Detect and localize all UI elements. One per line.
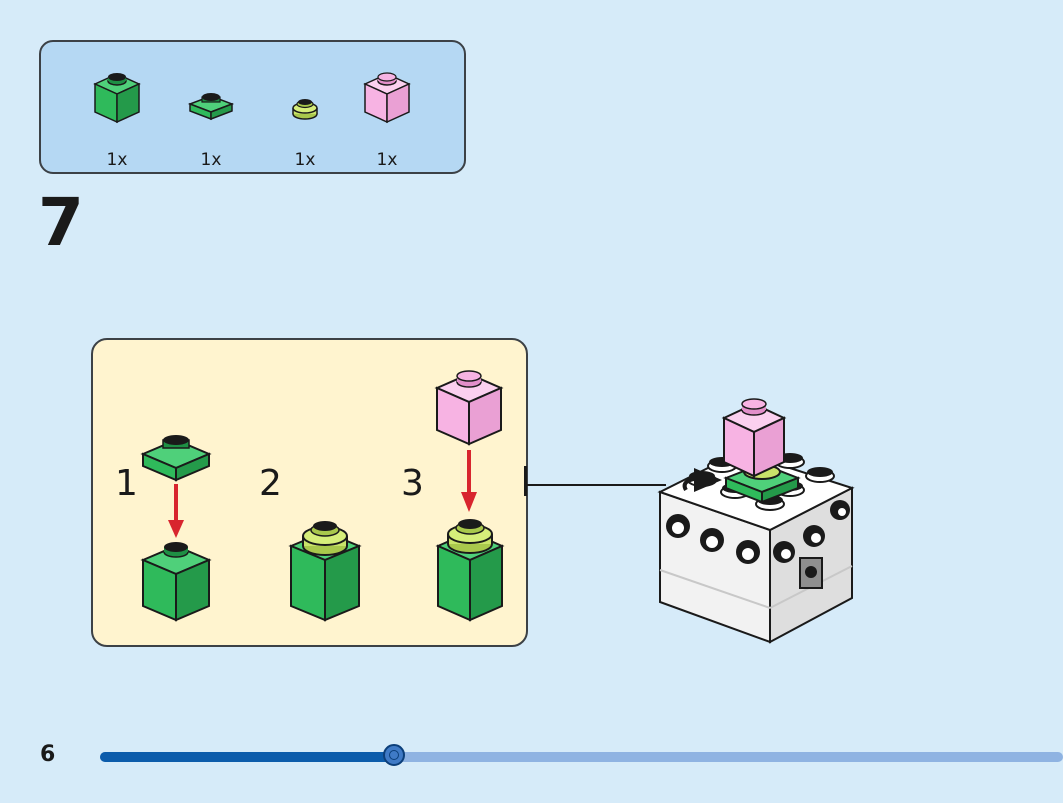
pink-brick-icon (434, 370, 504, 446)
part-quantity: 1x (376, 150, 398, 170)
progress-knob[interactable] (382, 744, 405, 766)
parts-list-box: 1x 1x 1x (39, 40, 466, 174)
part-item: 1x (275, 66, 335, 170)
part-quantity: 1x (106, 150, 128, 170)
sub-assembly-box: 1 2 3 (91, 338, 528, 647)
connector-cap (524, 466, 527, 496)
green-brick-with-lime-plate-icon (435, 519, 505, 622)
red-arrow-icon (461, 450, 477, 512)
green-plate-icon (140, 435, 212, 482)
progress-bar (100, 744, 1063, 766)
part-item: 1x (357, 66, 417, 170)
green-brick-with-lime-plate-icon (288, 521, 362, 622)
main-model-illustration (657, 398, 855, 644)
substep-number-2: 2 (259, 463, 282, 504)
red-arrow-icon (168, 484, 184, 538)
green-brick-icon (140, 542, 212, 622)
lime-round-plate-icon (292, 99, 318, 120)
part-quantity: 1x (200, 150, 222, 170)
connector-line (526, 484, 666, 486)
step-number: 7 (38, 184, 84, 261)
substep-number-1: 1 (115, 463, 138, 504)
progress-fill (100, 752, 394, 762)
pink-brick-1x1-icon (363, 72, 411, 124)
part-item: 1x (87, 66, 147, 170)
substep-number-3: 3 (401, 463, 424, 504)
part-quantity: 1x (294, 150, 316, 170)
green-plate-1x1-icon (187, 93, 235, 121)
sub-assembly-illustration (140, 370, 505, 622)
page-number: 6 (40, 742, 56, 767)
placement-arrow-icon (682, 468, 722, 492)
green-brick-1x1-icon (93, 73, 141, 124)
part-item: 1x (181, 66, 241, 170)
